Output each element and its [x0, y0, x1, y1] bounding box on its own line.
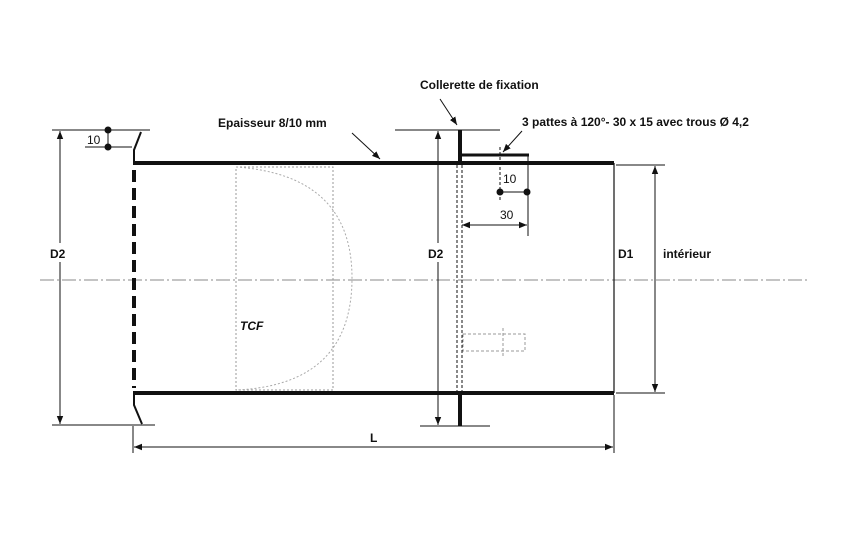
dim-dot	[496, 188, 504, 196]
d2-left-label: D2	[50, 247, 66, 261]
tabs-leader	[502, 130, 523, 153]
tcf-damper-arc	[235, 166, 353, 391]
left-flare-bottom	[133, 393, 143, 425]
d1-label: D1	[618, 247, 634, 261]
interior-label: intérieur	[663, 247, 711, 261]
dim-10-left-label: 10	[87, 133, 101, 147]
tcf-damper-outline	[235, 166, 334, 391]
dim-dot	[104, 143, 112, 151]
collar-leader	[439, 98, 458, 126]
tcf-label: TCF	[240, 319, 264, 333]
thickness-leader	[351, 132, 381, 160]
hidden-tab	[462, 333, 526, 352]
left-flare-top	[133, 131, 142, 163]
length-label: L	[370, 431, 377, 445]
dim-dot	[104, 126, 112, 134]
tabs-callout: 3 pattes à 120°- 30 x 15 avec trous Ø 4,…	[522, 115, 749, 129]
d2-middle-label: D2	[428, 247, 444, 261]
dim-30-label: 30	[500, 208, 514, 222]
dim-dot	[523, 188, 531, 196]
collar-callout: Collerette de fixation	[420, 78, 539, 92]
dim-10-tab-label: 10	[503, 172, 517, 186]
thickness-callout: Epaisseur 8/10 mm	[218, 116, 327, 130]
